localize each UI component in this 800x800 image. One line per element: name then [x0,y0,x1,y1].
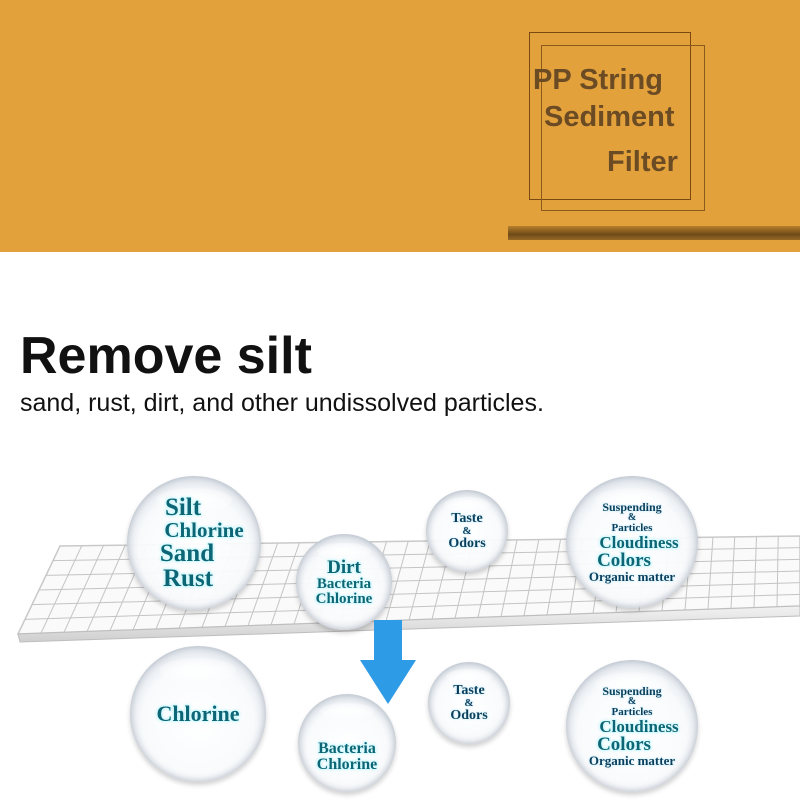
bubble-text: & [462,524,472,537]
subheadline: sand, rust, dirt, and other undissolved … [20,389,544,417]
bubble-text: Taste [453,682,485,698]
bubble-text: Bacteria [318,740,376,757]
bubble-text: Rust [162,565,213,592]
bubble-text: & [627,696,637,707]
badge-frame-outer [529,32,691,200]
bubble-text: Particles [611,706,653,718]
bubble-text: Organic matter [588,753,676,768]
bubble-text: Dirt [327,556,361,578]
bubble-text: Cloudiness [599,533,679,552]
bubble-text: Organic matter [588,569,676,584]
badge-line-1: PP String [533,64,663,96]
bubble-text: Cloudiness [599,717,679,736]
bubble-text: Odors [450,707,488,723]
bubble-text: Silt [164,494,202,521]
bubble-text: Sand [159,540,215,567]
down-arrow-icon [360,620,416,704]
bubble-text: Particles [611,522,653,534]
bubble-text: Colors [597,550,651,571]
badge-line-2: Sediment [544,101,675,133]
after-bubble-suspending: Suspending & Particles Cloudiness Colors… [566,660,698,792]
badge-line-3: Filter [607,146,678,178]
bubble-text: Suspending [602,684,662,698]
after-bubble-bacteria: Bacteria Chlorine [298,694,396,792]
bubble-text: Chlorine [156,701,240,726]
bubble-text: Suspending [602,500,662,514]
filtration-illustration: Silt Chlorine Sand Rust Dirt Bacteria Ch… [0,440,800,800]
before-bubble-taste: Taste & Odors [426,490,508,572]
before-bubble-dirt: Dirt Bacteria Chlorine [296,534,392,630]
header-shadow [508,226,800,240]
bubble-text: Chlorine [316,756,378,773]
bubble-text: Colors [597,734,651,755]
bubble-text: Taste [451,510,483,526]
bubble-text: Bacteria [316,575,372,592]
bubble-text: Chlorine [164,518,244,542]
before-bubble-suspending: Suspending & Particles Cloudiness Colors… [566,476,698,608]
bubble-text: Chlorine [315,590,373,607]
bubble-text: Odors [448,535,486,551]
before-bubble-large: Silt Chlorine Sand Rust [127,476,261,610]
headline: Remove silt [20,327,312,385]
after-bubble-large: Chlorine [130,646,266,782]
header-banner: PP String Sediment Filter [0,0,800,252]
badge-frame-inner [541,45,705,211]
bubble-text: & [627,512,637,523]
after-bubble-taste: Taste & Odors [428,662,510,744]
bubble-text: & [464,696,474,709]
